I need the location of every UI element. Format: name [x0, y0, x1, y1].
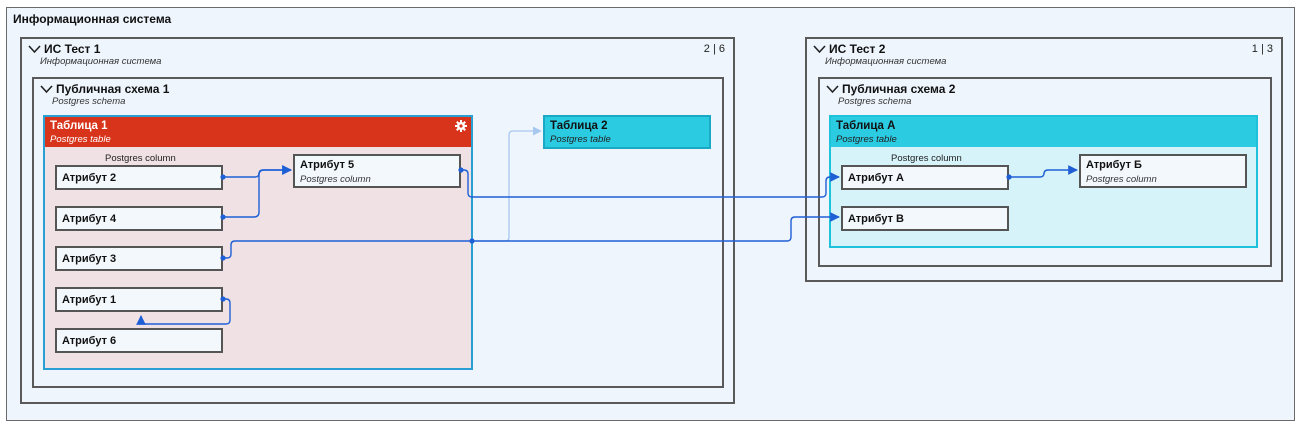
table2-title: Таблица 2 — [550, 120, 608, 132]
attr-1[interactable]: Атрибут 1 — [55, 287, 223, 312]
is2-title: ИС Тест 2 — [829, 42, 886, 56]
attr-3-name: Атрибут 3 — [62, 253, 117, 265]
gear-icon[interactable] — [455, 120, 467, 132]
is1-title: ИС Тест 1 — [44, 42, 101, 56]
tableA-subtitle: Postgres table — [836, 134, 897, 145]
tableA-title: Таблица А — [836, 120, 896, 132]
attr-5-name: Атрибут 5 — [300, 159, 355, 171]
is2-count: 1 | 3 — [1251, 43, 1273, 55]
attr-b-subtitle: Postgres column — [1086, 174, 1157, 185]
attr-4[interactable]: Атрибут 4 — [55, 206, 223, 231]
chevron-down-icon[interactable] — [813, 44, 826, 54]
schema2-title: Публичная схема 2 — [842, 82, 956, 96]
chevron-down-icon[interactable] — [28, 44, 41, 54]
attr-v[interactable]: Атрибут В — [841, 206, 1009, 231]
table1-title: Таблица 1 — [50, 120, 108, 132]
schema1-subtitle: Postgres schema — [52, 96, 126, 107]
table1-column-label: Postgres column — [105, 153, 176, 164]
schema2-header[interactable]: Публичная схема 2 — [826, 82, 955, 96]
attr-a-name: Атрибут А — [848, 172, 904, 184]
is2-subtitle: Информационная система — [825, 56, 947, 67]
attr-4-name: Атрибут 4 — [62, 213, 117, 225]
is1-subtitle: Информационная система — [40, 56, 162, 67]
schema1-title: Публичная схема 1 — [56, 82, 170, 96]
is1-count: 2 | 6 — [703, 43, 725, 55]
attr-1-name: Атрибут 1 — [62, 294, 117, 306]
attr-5-subtitle: Postgres column — [300, 174, 371, 185]
tableA-header[interactable]: Таблица А Postgres table — [831, 117, 1256, 147]
is2-header[interactable]: ИС Тест 2 — [813, 42, 885, 56]
table1-subtitle: Postgres table — [50, 134, 111, 145]
attr-a[interactable]: Атрибут А — [841, 165, 1009, 190]
attr-5[interactable]: Атрибут 5 Postgres column — [293, 154, 461, 188]
chevron-down-icon[interactable] — [826, 84, 839, 94]
attr-6-name: Атрибут 6 — [62, 335, 117, 347]
tableA-column-label: Postgres column — [891, 153, 962, 164]
table2-card[interactable]: Таблица 2 Postgres table — [543, 115, 711, 149]
attr-b[interactable]: Атрибут Б Postgres column — [1079, 154, 1247, 188]
system-title: Информационная система — [13, 12, 172, 26]
attr-6[interactable]: Атрибут 6 — [55, 328, 223, 353]
schema1-header[interactable]: Публичная схема 1 — [40, 82, 169, 96]
is1-header[interactable]: ИС Тест 1 — [28, 42, 100, 56]
table2-subtitle: Postgres table — [550, 134, 611, 145]
attr-2[interactable]: Атрибут 2 — [55, 165, 223, 190]
table1-header[interactable]: Таблица 1 Postgres table — [45, 117, 471, 147]
attr-2-name: Атрибут 2 — [62, 172, 117, 184]
attr-b-name: Атрибут Б — [1086, 159, 1142, 171]
schema2-subtitle: Postgres schema — [838, 96, 912, 107]
attr-3[interactable]: Атрибут 3 — [55, 246, 223, 271]
chevron-down-icon[interactable] — [40, 84, 53, 94]
attr-v-name: Атрибут В — [848, 213, 904, 225]
